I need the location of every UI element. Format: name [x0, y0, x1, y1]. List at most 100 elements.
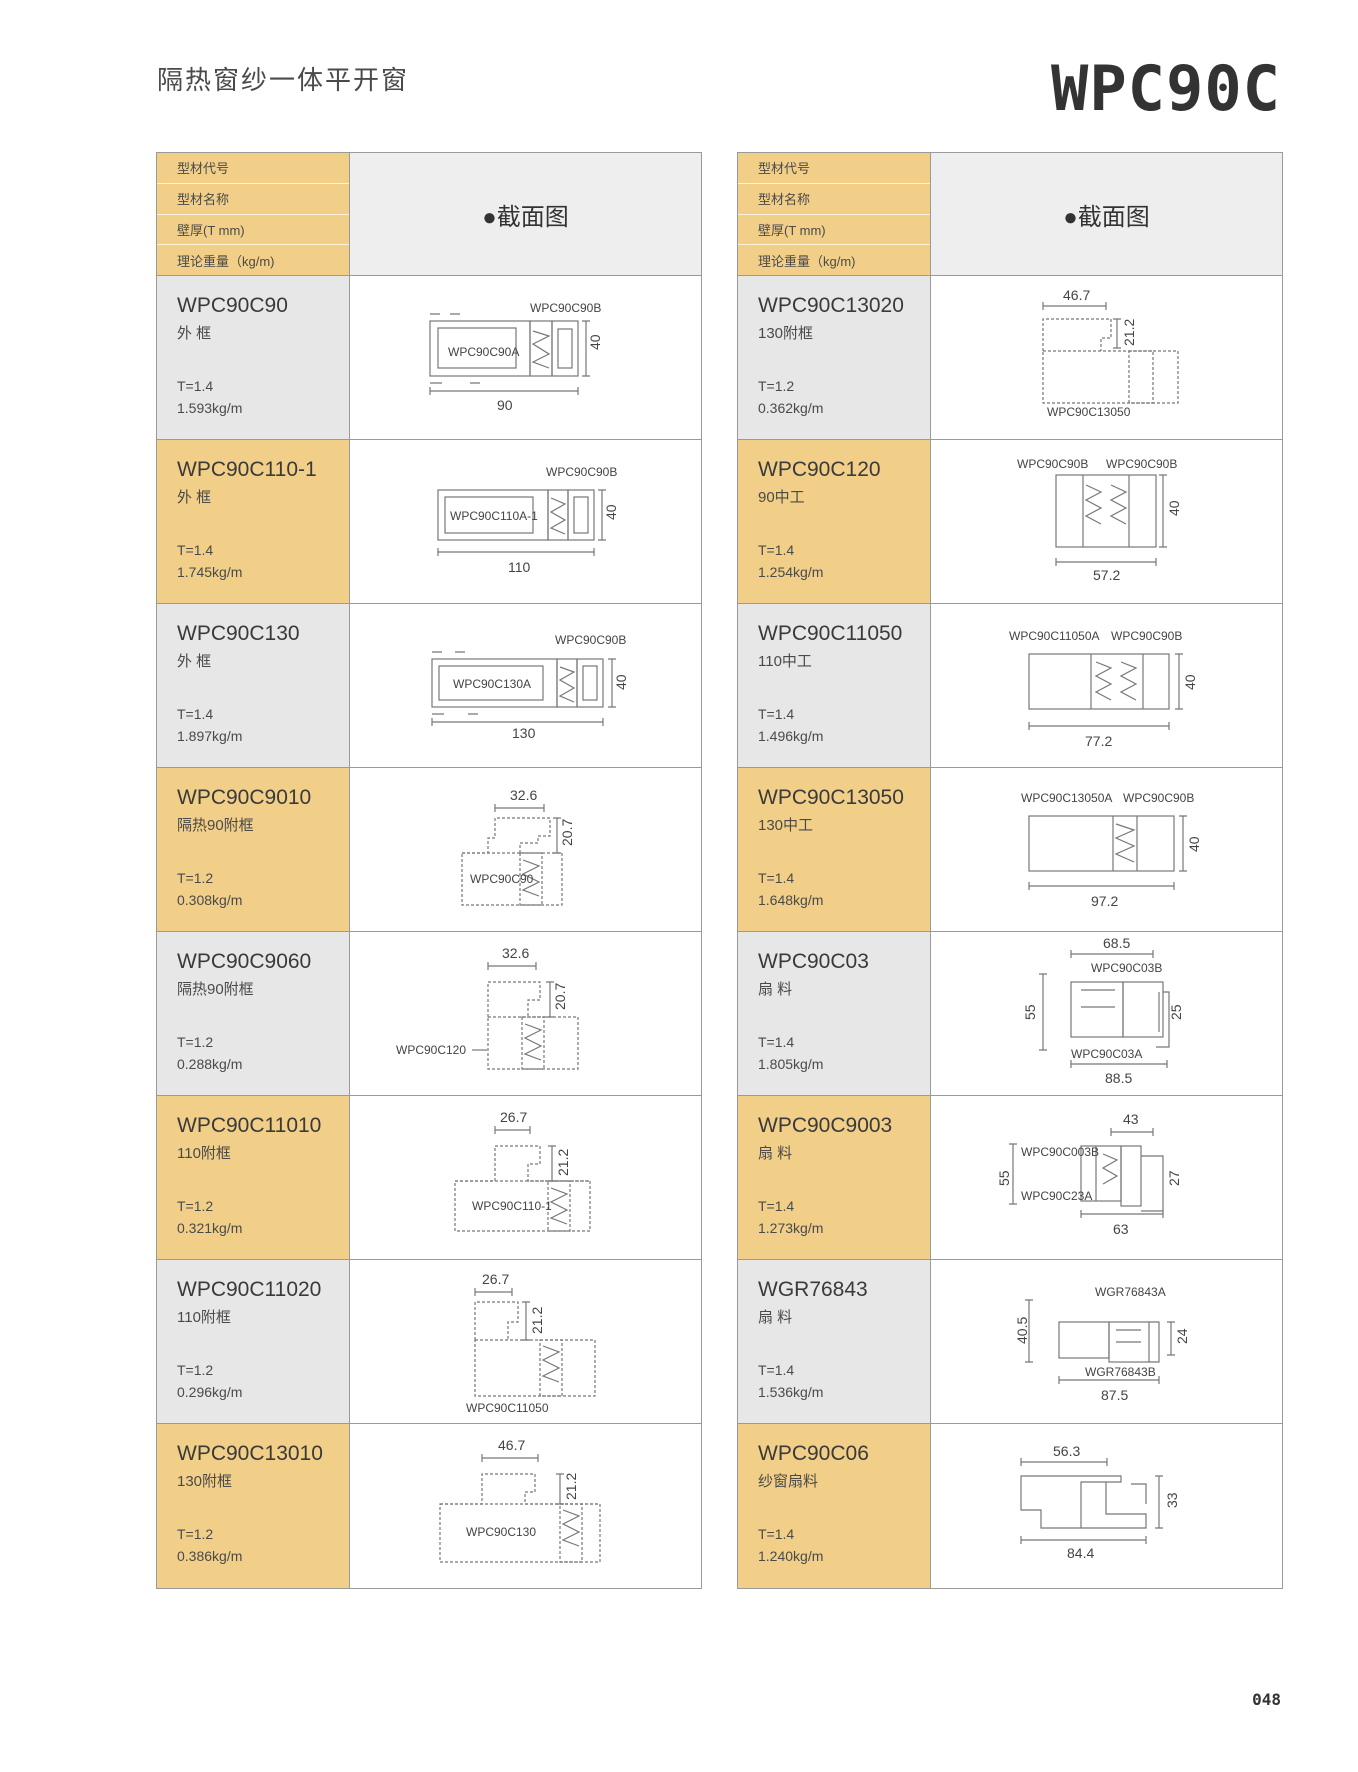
dim-label: WPC90C90 [470, 872, 534, 886]
table-row: WPC90C130 外 框 T=1.4 1.897kg/m WPC90C90B … [157, 604, 701, 768]
page-title: 隔热窗纱一体平开窗 [157, 65, 410, 95]
profile-thickness: T=1.4 [758, 1526, 795, 1542]
cross-section-drawing: 26.7 21.2 WPC90C110-1 [350, 1096, 701, 1259]
profile-thickness: T=1.4 [758, 1198, 795, 1214]
profile-code: WPC90C13050 [758, 786, 904, 809]
dim-label: 27 [1166, 1170, 1182, 1186]
dim-label: WPC90C13050 [1047, 405, 1131, 419]
header-labels: 型材代号 型材名称 壁厚(T mm) 理论重量（kg/m) [738, 153, 931, 275]
cross-section-drawing: WPC90C90B WPC90C90A 40 90 [350, 276, 701, 439]
table-row: WPC90C13020 130附框 T=1.2 0.362kg/m 46.7 2… [738, 276, 1282, 440]
profile-code: WPC90C110-1 [177, 458, 317, 481]
cross-section-svg: WPC90C13050A WPC90C90B 40 97.2 [1021, 791, 1202, 909]
header-label-weight: 理论重量（kg/m) [177, 253, 275, 269]
header-label-code: 型材代号 [157, 153, 349, 184]
dim-label: 20.7 [559, 819, 575, 846]
dim-label: 40 [613, 674, 629, 690]
dim-label: WPC90C03A [1071, 1047, 1142, 1061]
dim-label: 24 [1174, 1328, 1190, 1344]
profile-code: WPC90C11010 [177, 1114, 322, 1137]
dim-label: 25 [1168, 1004, 1184, 1020]
header-section-drawing: ●截面图 [350, 153, 701, 275]
table-row: WPC90C03 扇 料 T=1.4 1.805kg/m 68.5 WPC90C… [738, 932, 1282, 1096]
cross-section-drawing: WPC90C90B WPC90C130A 40 130 [350, 604, 701, 767]
header-labels: 型材代号 型材名称 壁厚(T mm) 理论重量（kg/m) [157, 153, 350, 275]
profile-weight: 1.897kg/m [177, 728, 243, 744]
dim-label: 21.2 [563, 1473, 579, 1500]
profile-name: 隔热90附框 [177, 981, 254, 998]
table-row: WPC90C9003 扇 料 T=1.4 1.273kg/m 43 WPC90C… [738, 1096, 1282, 1260]
dim-label: WPC90C23A [1021, 1189, 1092, 1203]
cross-section-drawing: 32.6 20.7 WPC90C90 [350, 768, 701, 931]
dim-label: WPC90C110A-1 [450, 509, 538, 523]
profile-info: WPC90C90 外 框 T=1.4 1.593kg/m [157, 276, 350, 439]
dim-label: WPC90C120 [396, 1043, 466, 1057]
dim-label: WPC90C11050 [466, 1401, 549, 1415]
dim-label: 55 [1022, 1004, 1038, 1020]
dim-label: WPC90C13050A [1021, 791, 1112, 805]
table-row: WPC90C11050 110中工 T=1.4 1.496kg/m WPC90C… [738, 604, 1282, 768]
profile-info: WPC90C03 扇 料 T=1.4 1.805kg/m [738, 932, 931, 1095]
profile-weight: 0.288kg/m [177, 1056, 243, 1072]
profile-info: WPC90C130 外 框 T=1.4 1.897kg/m [157, 604, 350, 767]
profile-code: WPC90C11020 [177, 1278, 322, 1301]
dim-label: 33 [1164, 1492, 1180, 1508]
table-row: WPC90C11020 110附框 T=1.2 0.296kg/m 26.7 2… [157, 1260, 701, 1424]
profile-info: WPC90C9060 隔热90附框 T=1.2 0.288kg/m [157, 932, 350, 1095]
dim-label: 84.4 [1067, 1545, 1094, 1561]
dim-label: 21.2 [529, 1307, 545, 1334]
dim-label: WPC90C90A [448, 345, 519, 359]
profile-weight: 1.496kg/m [758, 728, 824, 744]
header-label-thickness: 壁厚(T mm) [157, 215, 349, 246]
profile-weight: 1.536kg/m [758, 1384, 824, 1400]
profile-weight: 1.273kg/m [758, 1220, 824, 1236]
dim-label: WPC90C90B [1123, 791, 1194, 805]
dim-label: 32.6 [510, 787, 537, 803]
cross-section-svg: 32.6 20.7 WPC90C120 [396, 945, 579, 1070]
profile-info: WPC90C11010 110附框 T=1.2 0.321kg/m [157, 1096, 350, 1259]
profile-code: WPC90C03 [758, 950, 869, 973]
header-label-thickness: 壁厚(T mm) [738, 215, 930, 246]
header-label-name: 型材名称 [157, 184, 349, 215]
dim-label: WPC90C110-1 [472, 1199, 552, 1213]
profile-table-right: 型材代号 型材名称 壁厚(T mm) 理论重量（kg/m) ●截面图 WPC90… [737, 152, 1283, 1589]
table-row: WPC90C9010 隔热90附框 T=1.2 0.308kg/m 32.6 2… [157, 768, 701, 932]
profile-weight: 0.321kg/m [177, 1220, 243, 1236]
dim-label: 26.7 [482, 1271, 509, 1287]
cross-section-drawing: 46.7 21.2 WPC90C130 [350, 1424, 701, 1588]
profile-info: WPC90C9003 扇 料 T=1.4 1.273kg/m [738, 1096, 931, 1259]
profile-thickness: T=1.4 [758, 542, 795, 558]
profile-code: WPC90C90 [177, 294, 288, 317]
profile-thickness: T=1.4 [177, 706, 214, 722]
dim-label: WPC90C130 [466, 1525, 536, 1539]
profile-code: WPC90C13020 [758, 294, 904, 317]
profile-name: 外 框 [177, 489, 212, 506]
table-row: WPC90C11010 110附框 T=1.2 0.321kg/m 26.7 2… [157, 1096, 701, 1260]
dim-label: WPC90C90B [1106, 457, 1177, 471]
dim-label: WPC90C11050A [1009, 629, 1100, 643]
profile-weight: 1.805kg/m [758, 1056, 824, 1072]
cross-section-drawing: WPC90C90B WPC90C90B 40 57.2 [931, 440, 1282, 603]
profile-info: WPC90C13020 130附框 T=1.2 0.362kg/m [738, 276, 931, 439]
cross-section-drawing: 46.7 21.2 WPC90C13050 [931, 276, 1282, 439]
cross-section-drawing: 43 WPC90C003B 55 27 WPC90C23A 63 [931, 1096, 1282, 1259]
dim-label: 97.2 [1091, 893, 1118, 909]
dim-label: 43 [1123, 1111, 1139, 1127]
profile-weight: 1.648kg/m [758, 892, 824, 908]
cross-section-svg: 26.7 21.2 WPC90C110-1 [454, 1109, 591, 1232]
profile-name: 隔热90附框 [177, 817, 254, 834]
dim-label: 32.6 [502, 945, 529, 961]
dim-label: 40 [1166, 500, 1182, 516]
dim-label: 88.5 [1105, 1070, 1132, 1086]
cross-section-svg: 32.6 20.7 WPC90C90 [461, 787, 575, 906]
profile-thickness: T=1.2 [758, 378, 795, 394]
dim-label: WPC90C130A [453, 677, 531, 691]
cross-section-drawing: WPC90C13050A WPC90C90B 40 97.2 [931, 768, 1282, 931]
dim-label: WPC90C03B [1091, 961, 1162, 975]
profile-info: WPC90C9010 隔热90附框 T=1.2 0.308kg/m [157, 768, 350, 931]
profile-weight: 0.308kg/m [177, 892, 243, 908]
profile-thickness: T=1.2 [177, 1362, 214, 1378]
cross-section-svg: WPC90C90B WPC90C110A-1 40 110 [437, 465, 619, 575]
dim-label: 21.2 [1121, 319, 1137, 346]
dim-label: 40 [587, 334, 603, 350]
